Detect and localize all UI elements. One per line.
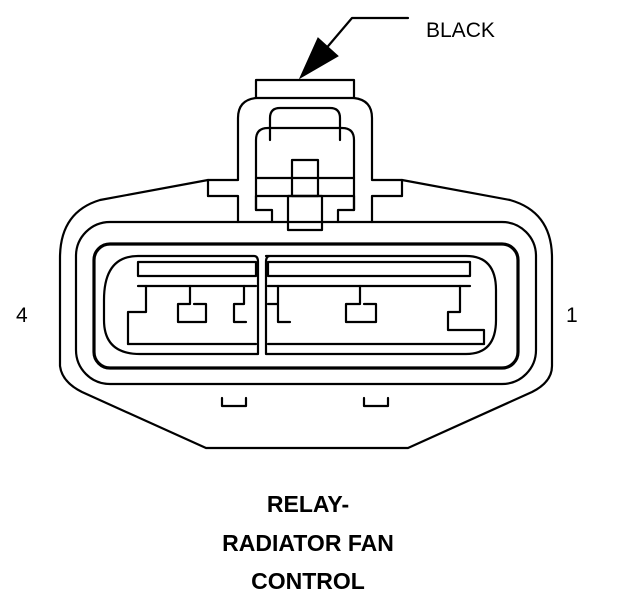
pin-label-right: 1: [566, 304, 578, 327]
callout-leader-line: [316, 16, 410, 60]
housing-outer-outline: [58, 178, 554, 450]
pin-label-left: 4: [16, 304, 28, 327]
diagram-caption: RELAY- RADIATOR FAN CONTROL: [222, 491, 394, 594]
terminal-cavity-left: [102, 254, 260, 356]
housing-bottom-notch-right: [362, 396, 390, 408]
caption-line-3: CONTROL: [251, 568, 365, 594]
terminal-cavity-right: [264, 254, 498, 356]
caption-line-1: RELAY-: [267, 491, 349, 517]
housing-bottom-notch-left: [220, 396, 248, 408]
connector-housing: [58, 178, 554, 450]
color-callout: BLACK: [298, 16, 495, 80]
callout-label: BLACK: [426, 19, 495, 42]
callout-arrowhead: [298, 37, 339, 80]
terminal-cavity-frame: [92, 242, 520, 370]
housing-inner-outline: [74, 220, 538, 386]
connector-lock-tab: [206, 78, 404, 232]
caption-line-2: RADIATOR FAN: [222, 530, 394, 556]
